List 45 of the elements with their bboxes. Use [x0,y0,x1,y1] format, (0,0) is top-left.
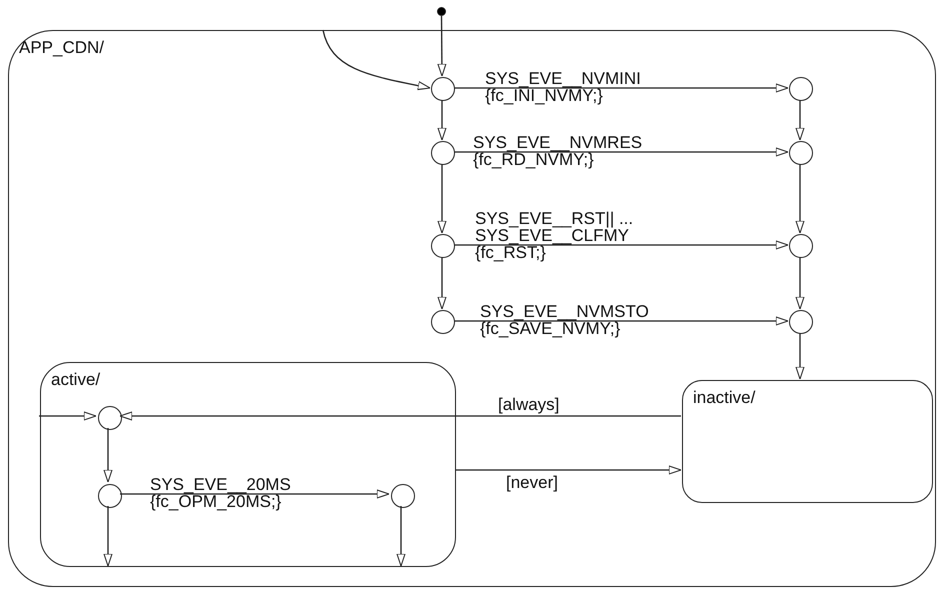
transition-arrow [39,412,96,420]
transition-arrow [796,100,804,140]
state-circle [431,234,455,258]
transition-arrow [120,490,390,498]
state-circle [789,234,813,258]
state-circle [789,77,813,101]
transition-arrow [437,16,446,76]
transition-arrow [454,240,788,250]
transition-arrow [796,257,804,310]
transition-arrow [396,506,406,566]
edge-label: SYS_EVE__NVMRES {fc_RD_NVMY;} [473,134,644,168]
transition-arrow [454,84,788,92]
state-circle [431,310,455,334]
transition-arrow [438,100,446,140]
transition-arrow [438,257,446,310]
state-name: inactive/ [693,389,756,407]
state-circle [391,484,415,508]
transition-arrow [322,30,430,90]
transition-arrow [438,164,446,234]
state-circle [98,406,122,430]
transition-arrow [104,506,112,566]
state-circle [431,77,455,101]
state-box [40,362,456,567]
edge-label: SYS_EVE__RST|| ... SYS_EVE__CLFMY {fc_RST;} [475,210,634,261]
transition-arrow [104,428,112,482]
transition-arrow [120,412,681,420]
transition-arrow [796,333,804,380]
state-circle [431,141,455,165]
transition-arrow [796,164,804,234]
edge-label: SYS_EVE__20MS {fc_OPM_20MS;} [150,476,292,510]
state-circle [789,141,813,165]
state-circle [98,484,122,508]
edge-label: SYS_EVE__NVMINI {fc_INI_NVMY;} [485,70,642,104]
state-box [8,30,936,587]
transition-arrow [454,316,788,326]
initial-dot [437,7,446,16]
state-name: active/ [51,371,100,389]
edge-label: [always] [498,396,560,413]
edge-label: [never] [506,474,559,491]
state-name: APP_CDN/ [19,39,104,57]
transition-arrow [454,148,788,156]
state-box [682,380,933,503]
transition-arrow [455,466,682,474]
state-circle [789,310,813,334]
edge-label: SYS_EVE__NVMSTO {fc_SAVE_NVMY;} [480,303,650,337]
